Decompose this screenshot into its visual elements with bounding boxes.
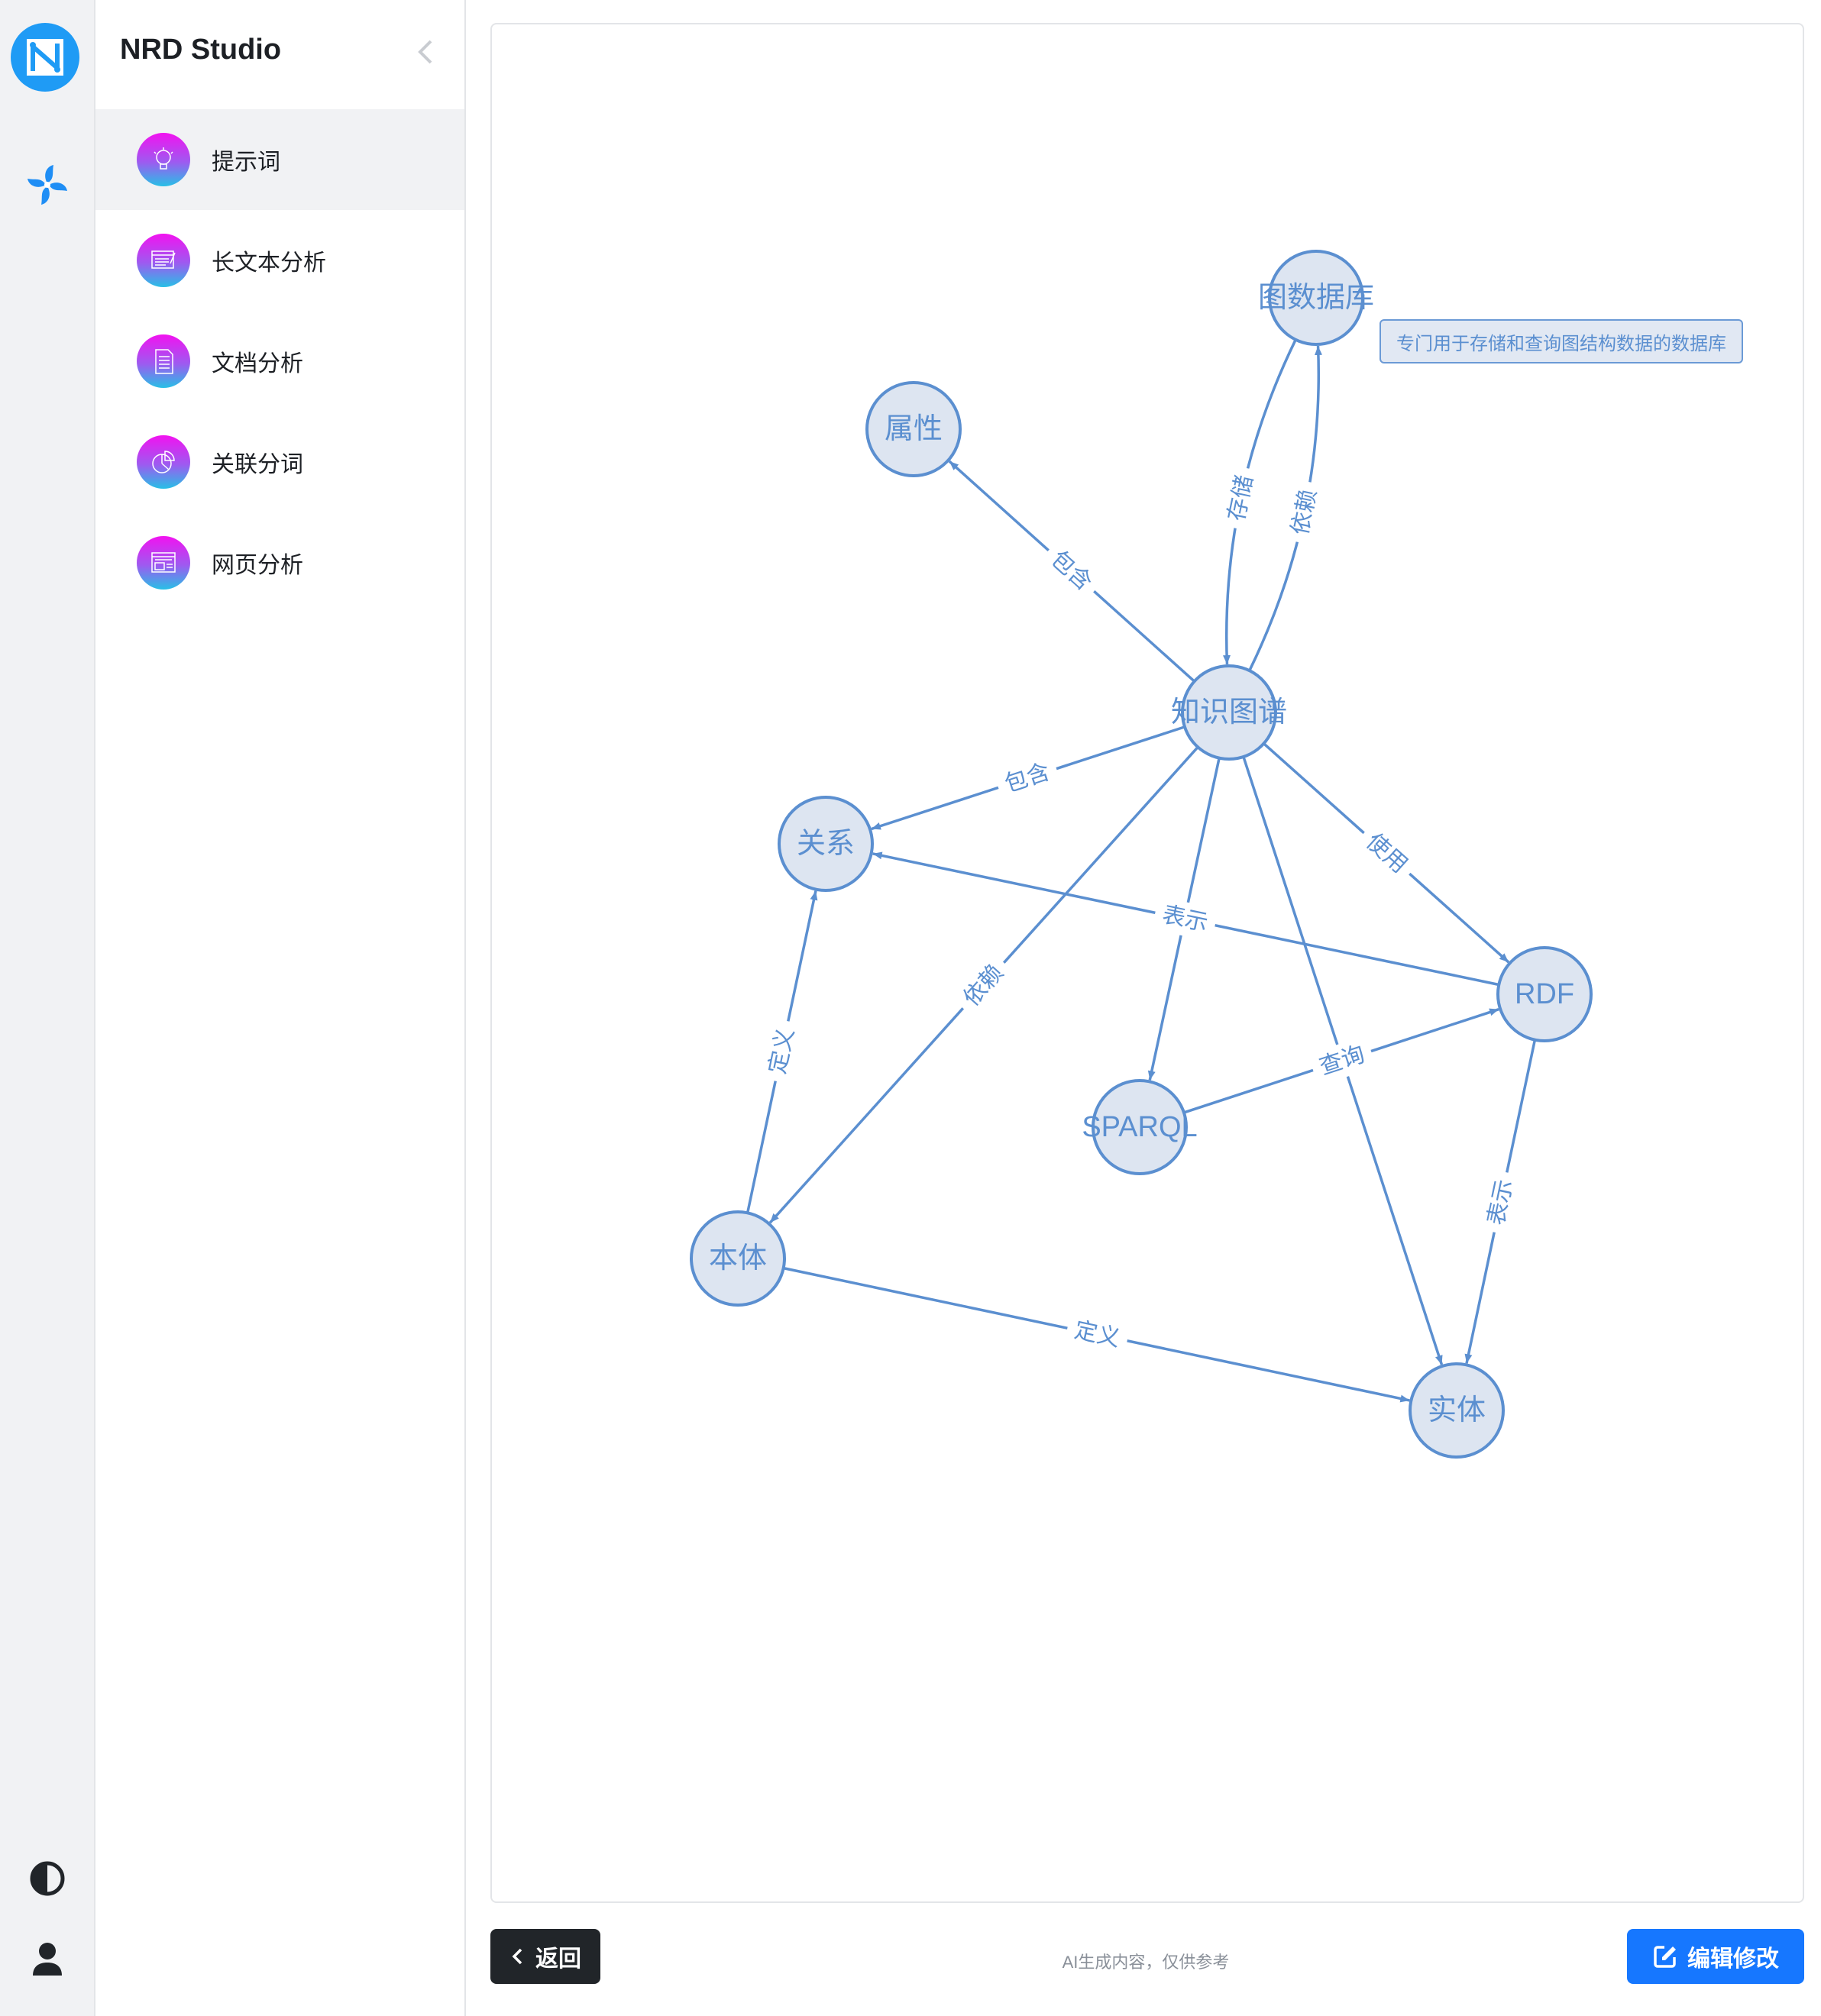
sidebar-item-label: 长文本分析	[212, 250, 326, 276]
edge-label: 定义	[758, 1017, 805, 1085]
graph-node-rdf[interactable]: RDF	[1496, 946, 1593, 1042]
edge-label: 定义	[1063, 1311, 1131, 1358]
graph-node-onto[interactable]: 本体	[690, 1210, 786, 1307]
back-button-label: 返回	[535, 1947, 581, 1972]
edge-label: 表示	[1151, 896, 1219, 942]
edge-label: 存储	[1218, 464, 1264, 531]
sidebar-item-word-association[interactable]: 关联分词	[95, 412, 464, 512]
ai-disclaimer: AI生成内容，仅供参考	[1062, 1953, 1230, 1972]
node-circle[interactable]	[865, 381, 962, 477]
node-label: 知识图谱	[1171, 696, 1287, 729]
theme-toggle-icon[interactable]	[23, 1854, 72, 1907]
edge-label: 查询	[1308, 1035, 1376, 1087]
node-circle[interactable]	[1496, 946, 1593, 1042]
pinwheel-icon[interactable]	[23, 160, 72, 213]
app-title: NRD Studio	[120, 34, 282, 66]
sidebar-item-prompt[interactable]: 提示词	[95, 109, 464, 210]
sidebar-item-web-analysis[interactable]: 网页分析	[95, 512, 464, 613]
graph-node-attr[interactable]: 属性	[865, 381, 962, 477]
node-label: 关系	[797, 828, 855, 860]
node-label: 图数据库	[1258, 282, 1374, 314]
sidebar-item-long-text[interactable]: 长文本分析	[95, 210, 464, 311]
node-circle[interactable]	[1092, 1079, 1188, 1175]
sidebar-item-label: 文档分析	[212, 351, 303, 376]
icon-rail	[0, 0, 95, 2016]
lightbulb-icon	[137, 133, 190, 186]
sidebar-item-label: 关联分词	[212, 452, 303, 477]
node-label: RDF	[1515, 978, 1574, 1010]
collapse-sidebar-button[interactable]	[411, 37, 442, 67]
node-circle[interactable]	[1181, 664, 1277, 761]
knowledge-graph[interactable]: 存储依赖包含包含使用依赖表示查询表示定义定义 图数据库属性知识图谱关系RDFSP…	[492, 24, 1806, 1905]
graph-node-sparql[interactable]: SPARQL	[1082, 1079, 1198, 1175]
graph-node-entity[interactable]: 实体	[1409, 1362, 1505, 1459]
file-icon	[137, 334, 190, 388]
logo-icon[interactable]	[11, 23, 79, 92]
edit-icon	[1654, 1946, 1676, 1968]
node-label: 本体	[709, 1242, 767, 1275]
edge-label: 依赖	[1281, 479, 1328, 546]
node-tooltip: 专门用于存储和查询图结构数据的数据库	[1379, 319, 1743, 363]
node-label: 实体	[1428, 1394, 1486, 1426]
sidebar-item-doc-analysis[interactable]: 文档分析	[95, 311, 464, 412]
edit-button-label: 编辑修改	[1687, 1947, 1779, 1972]
sidebar-item-label: 网页分析	[212, 553, 303, 578]
node-label: 属性	[885, 413, 943, 445]
node-circle[interactable]	[1409, 1362, 1505, 1459]
node-circle[interactable]	[1268, 250, 1364, 346]
back-button[interactable]: 返回	[490, 1929, 600, 1984]
edge-label: 包含	[993, 752, 1062, 804]
node-circle[interactable]	[690, 1210, 786, 1307]
edge-label: 表示	[1477, 1168, 1524, 1236]
sidebar-item-label: 提示词	[212, 150, 280, 175]
graph-node-kg[interactable]: 知识图谱	[1171, 664, 1287, 761]
node-label: SPARQL	[1082, 1111, 1197, 1143]
graph-node-gdb[interactable]: 图数据库	[1258, 250, 1374, 346]
webpage-icon	[137, 536, 190, 590]
node-circle[interactable]	[778, 796, 874, 892]
chevron-left-icon	[512, 1948, 522, 1965]
document-edit-icon	[137, 234, 190, 287]
user-icon[interactable]	[23, 1936, 72, 1989]
sidebar-menu: 提示词 长文本分析 文档分析 关联分词 网页分析	[95, 109, 464, 613]
pie-chart-icon	[137, 435, 190, 489]
graph-node-rel[interactable]: 关系	[778, 796, 874, 892]
edit-button[interactable]: 编辑修改	[1627, 1929, 1804, 1984]
sidebar: NRD Studio 提示词 长文本分析 文档分析 关联分词 网页分析	[95, 0, 466, 2016]
